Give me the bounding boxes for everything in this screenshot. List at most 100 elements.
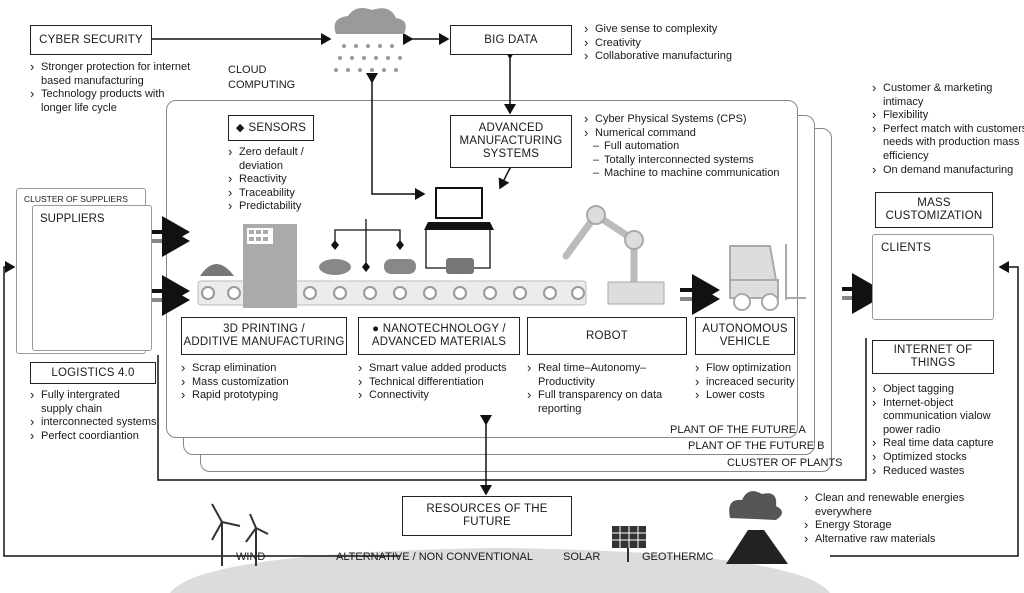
nano-product-1: [319, 259, 351, 275]
list-item: Flow optimization: [695, 361, 795, 376]
resources-box: RESOURCES OF THE FUTURE: [402, 496, 572, 536]
advanced-manufacturing-box: ADVANCED MANUFACTURING SYSTEMS: [450, 115, 572, 168]
laptop-screen: [435, 187, 483, 219]
plant-b-label: PLANT OF THE FUTURE B: [688, 440, 825, 452]
outer-loop-left: [3, 261, 400, 557]
list-item: Stronger protection for internet: [30, 60, 190, 75]
list-item: Traceability: [228, 186, 304, 201]
mass-customization-line-1: MASS: [917, 197, 951, 209]
sensors-list: Zero default / deviation Reactivity Trac…: [228, 145, 304, 214]
list-item: Machine to machine communication: [584, 167, 779, 181]
mass-customization-box: MASS CUSTOMIZATION: [875, 192, 993, 228]
nano-box: ● NANOTECHNOLOGY / ADVANCED MATERIALS: [358, 317, 520, 355]
suppliers-title: SUPPLIERS: [40, 213, 105, 225]
list-item: Scrap elimination: [181, 361, 289, 376]
sensors-box: ◆SENSORS: [228, 115, 314, 141]
dome-product: [200, 264, 234, 276]
logistics-box: LOGISTICS 4.0: [30, 362, 156, 384]
printing-line-1: 3D PRINTING /: [223, 323, 305, 335]
list-item: Real time data capture: [872, 436, 994, 451]
list-item: Alternative raw materials: [804, 532, 964, 547]
laptop-product: [446, 258, 474, 274]
list-item: Technology products with: [30, 87, 190, 102]
alternative-label: ALTERNATIVE / NON CONVENTIONAL: [336, 551, 534, 563]
list-item: interconnected systems: [30, 415, 157, 430]
nano-line-1: NANOTECHNOLOGY /: [382, 323, 506, 335]
list-item: Collaborative manufacturing: [584, 49, 732, 64]
vehicle-box: AUTONOMOUS VEHICLE: [695, 317, 795, 355]
list-item: Predictability: [228, 199, 304, 214]
list-item: Zero default /: [228, 145, 304, 160]
list-item: Full automation: [584, 140, 779, 154]
printing-box: 3D PRINTING / ADDITIVE MANUFACTURING: [181, 317, 347, 355]
list-item: Give sense to complexity: [584, 22, 732, 37]
list-item: Fully intergrated: [30, 388, 157, 403]
list-item: efficiency: [883, 149, 929, 162]
logistics-title: LOGISTICS 4.0: [51, 366, 135, 379]
cyber-security-box: CYBER SECURITY: [30, 25, 152, 55]
robot-list: Real time–Autonomy– Productivity Full tr…: [527, 361, 662, 416]
nano-line-2: ADVANCED MATERIALS: [371, 336, 507, 348]
nano-title-line: ● NANOTECHNOLOGY /: [372, 323, 506, 336]
ams-line-2: MANUFACTURING: [459, 135, 563, 147]
list-item: Totally interconnected systems: [584, 154, 779, 168]
cloud-laptop-arrow: [366, 73, 426, 200]
list-item: reporting: [538, 402, 582, 415]
list-item: Optimized stocks: [872, 450, 994, 465]
bullet-icon: ●: [372, 323, 383, 335]
forklift: [729, 244, 806, 311]
wind-turbine-icon: [211, 503, 269, 566]
mass-customization-line-2: CUSTOMIZATION: [885, 210, 983, 222]
list-item: Customer & marketing: [872, 81, 1024, 96]
list-item: intimacy: [883, 95, 924, 108]
list-item: Lower costs: [695, 388, 795, 403]
printing-list: Scrap elimination Mass customization Rap…: [181, 361, 289, 403]
list-item: Mass customization: [181, 375, 289, 390]
ams-line-1: ADVANCED: [478, 122, 544, 134]
list-item: Clean and renewable energies: [804, 491, 964, 506]
list-item: Flexibility: [872, 108, 1024, 123]
list-item: Reduced wastes: [872, 464, 994, 479]
cyber-security-title: CYBER SECURITY: [39, 33, 143, 46]
iot-title: INTERNET OF THINGS: [893, 344, 973, 369]
plant-a-label: PLANT OF THE FUTURE A: [670, 424, 806, 436]
clients-title: CLIENTS: [881, 242, 931, 254]
list-item: Energy Storage: [804, 518, 964, 533]
logistics-iot-link: [157, 338, 867, 481]
diamond-icon: ◆: [235, 121, 245, 134]
list-item: Technical differentiation: [358, 375, 507, 390]
clients-box: CLIENTS: [872, 234, 994, 320]
solar-label: SOLAR: [563, 551, 601, 563]
customer-list: Customer & marketing intimacy Flexibilit…: [872, 81, 1024, 178]
nano-list: Smart value added products Technical dif…: [358, 361, 507, 403]
vehicle-line-2: VEHICLE: [719, 336, 771, 348]
cluster-of-suppliers-label: CLUSTER OF SUPPLIERS: [24, 194, 128, 204]
list-item: supply chain: [41, 402, 103, 415]
laptop-base: [424, 222, 494, 230]
ams-laptop-arrow: [498, 157, 520, 190]
list-item: On demand manufacturing: [872, 163, 1024, 178]
list-item: Perfect coordiantion: [30, 429, 157, 444]
cyber-security-list: Stronger protection for internet based m…: [30, 60, 190, 115]
sensor-network: [334, 219, 401, 266]
big-data-title: BIG DATA: [484, 33, 538, 46]
cloud-label-2: COMPUTING: [228, 79, 296, 91]
list-item: Perfect match with customers: [872, 122, 1024, 137]
list-item: Real time–Autonomy–: [527, 361, 662, 376]
list-item: longer life cycle: [41, 101, 117, 114]
outer-loop-right: [830, 261, 1019, 557]
robot-box: ROBOT: [527, 317, 687, 355]
iot-box: INTERNET OF THINGS: [872, 340, 994, 374]
cloud-icon: [334, 8, 406, 72]
list-item: increaced security: [695, 375, 795, 390]
vehicle-line-1: AUTONOMOUS: [702, 323, 788, 335]
nano-product-2: [384, 259, 416, 274]
list-item: Reactivity: [228, 172, 304, 187]
cluster-of-plants-label: CLUSTER OF PLANTS: [727, 457, 843, 469]
advanced-manufacturing-list: Cyber Physical Systems (CPS) Numerical c…: [584, 112, 779, 181]
list-item: Object tagging: [872, 382, 994, 397]
list-item: communication vialow: [883, 410, 991, 423]
wind-label: WIND: [236, 551, 266, 563]
list-item: needs with production mass: [883, 136, 1020, 149]
